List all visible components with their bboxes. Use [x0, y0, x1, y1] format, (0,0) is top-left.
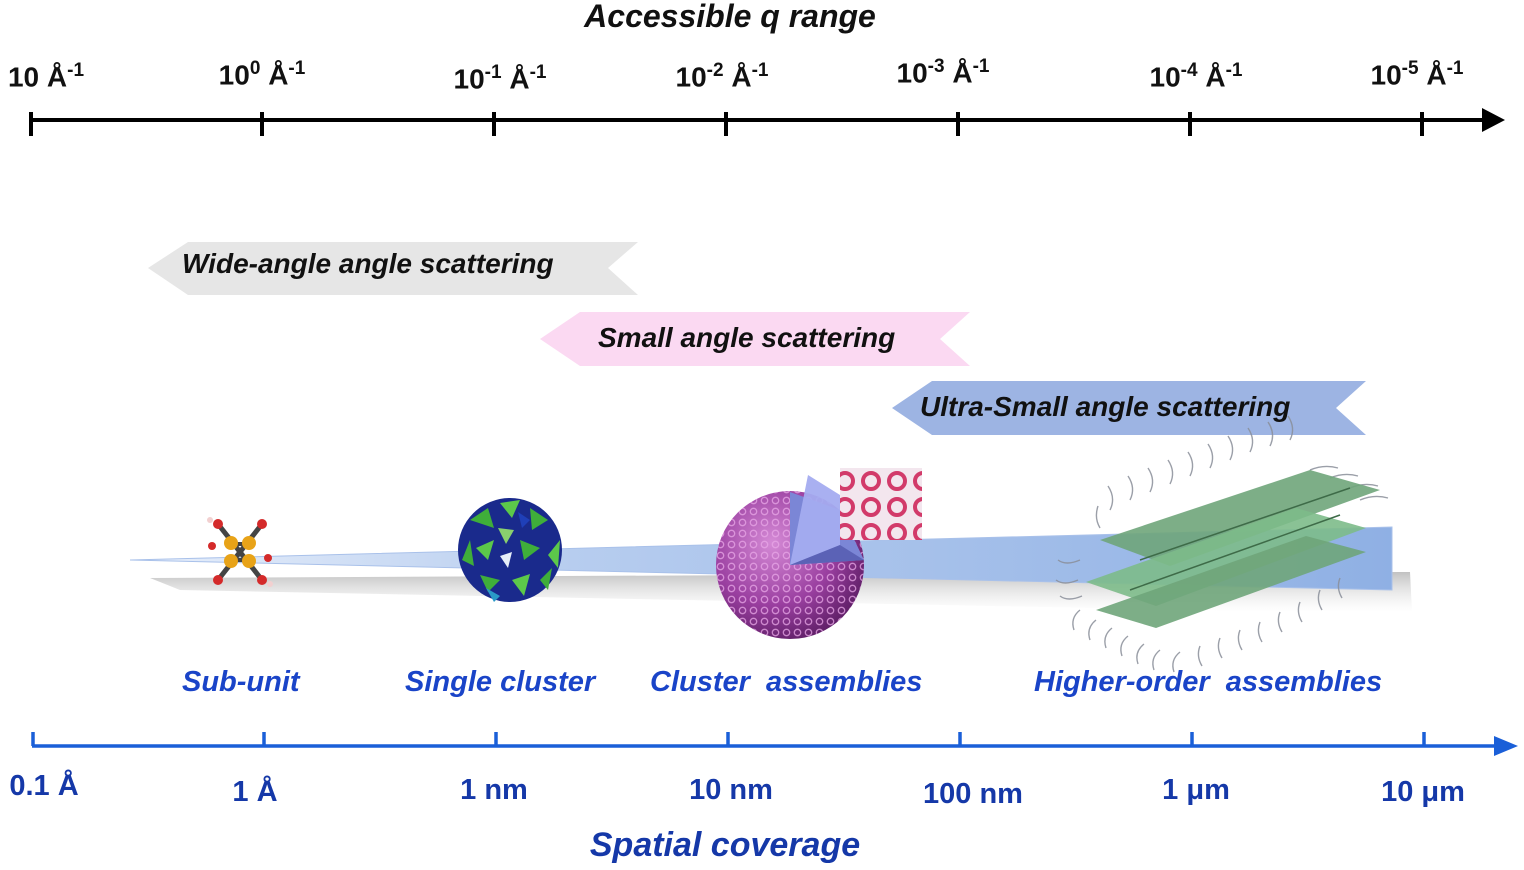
q-axis — [29, 108, 1505, 136]
spatial-tick-label-4: 100 nm — [923, 778, 1023, 810]
q-tick-label-0: 10 Å-1 — [7, 60, 85, 93]
cluster-zoom-inset — [840, 468, 922, 540]
spatial-axis — [31, 732, 1518, 756]
spatial-tick-label-1: 1 Å — [232, 776, 278, 808]
small-angle-label: Small angle scattering — [598, 322, 896, 353]
spatial-axis-arrowhead — [1494, 736, 1518, 756]
q-axis-title: Accessible q range — [584, 0, 876, 34]
higher-order-assemblies-label: Higher-order assemblies — [1034, 666, 1383, 698]
q-tick-label-5: 10-4 Å-1 — [1149, 60, 1243, 93]
spatial-tick-label-6: 10 μm — [1381, 776, 1465, 808]
sheet-assembly-icon — [1055, 415, 1389, 673]
ultra-small-angle-label: Ultra-Small angle scattering — [920, 391, 1291, 422]
q-tick-label-3: 10-2 Å-1 — [675, 60, 769, 93]
q-tick-label-6: 10-5 Å-1 — [1370, 58, 1464, 91]
spatial-tick-label-3: 10 nm — [689, 774, 773, 806]
q-axis-arrowhead — [1482, 108, 1505, 132]
cluster-icon — [458, 498, 562, 602]
wide-angle-band — [148, 242, 638, 295]
molecule-icon — [207, 517, 273, 587]
ultra-small-angle-band — [892, 381, 1366, 435]
single-cluster-label: Single cluster — [405, 666, 596, 698]
spatial-tick-label-5: 1 μm — [1162, 774, 1230, 806]
q-tick-label-4: 10-3 Å-1 — [896, 56, 990, 89]
sphere-assembly-icon — [716, 468, 922, 639]
wide-angle-label: Wide-angle angle scattering — [182, 248, 554, 279]
spatial-axis-title: Spatial coverage — [589, 826, 861, 864]
small-angle-band — [540, 312, 970, 366]
q-tick-label-2: 10-1 Å-1 — [453, 62, 547, 95]
spatial-tick-label-2: 1 nm — [460, 774, 528, 806]
sub-unit-label: Sub-unit — [182, 666, 300, 698]
q-tick-label-1: 100 Å-1 — [218, 58, 306, 91]
cluster-assemblies-label: Cluster assemblies — [650, 666, 923, 698]
spatial-tick-label-0: 0.1 Å — [9, 770, 79, 802]
